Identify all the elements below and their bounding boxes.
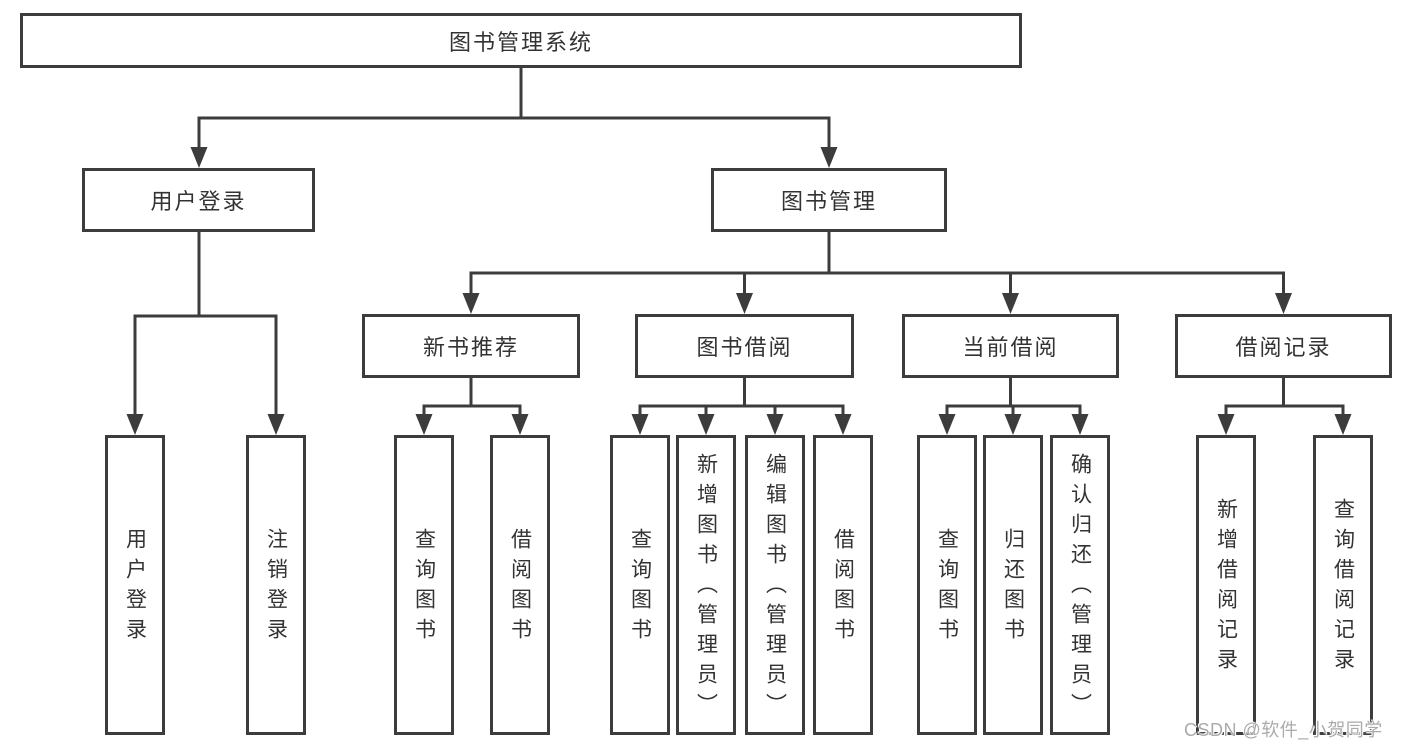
leaf-borrow-books: 借阅图书: [813, 435, 873, 735]
leaf-confirm-return-admin: 确认归还（管理员）: [1050, 435, 1110, 735]
node-section-new-book-recommend-label: 新书推荐: [422, 335, 519, 360]
node-section-new-book-recommend: 新书推荐: [362, 314, 580, 378]
node-branch-user-login-label: 用户登录: [150, 189, 247, 214]
node-branch-book-management: 图书管理: [711, 168, 947, 232]
leaf-query-books-borrow: 查询图书: [610, 435, 670, 735]
node-section-book-borrow: 图书借阅: [635, 314, 854, 378]
leaf-borrow-books-recommend-label: 借阅图书: [508, 528, 532, 648]
leaf-add-book-admin-label: 新增图书（管理员）: [694, 453, 718, 723]
leaf-logout: 注销登录: [246, 435, 306, 735]
node-root-system-label: 图书管理系统: [448, 29, 593, 55]
node-section-borrow-records: 借阅记录: [1175, 314, 1392, 378]
leaf-query-borrow-record: 查询借阅记录: [1313, 435, 1373, 735]
leaf-query-books-current-label: 查询图书: [935, 528, 959, 648]
leaf-user-login-label: 用户登录: [123, 528, 147, 648]
leaf-edit-book-admin: 编辑图书（管理员）: [745, 435, 805, 735]
leaf-logout-label: 注销登录: [264, 528, 288, 648]
leaf-add-borrow-record-label: 新增借阅记录: [1214, 498, 1238, 678]
node-root-system: 图书管理系统: [20, 13, 1022, 68]
leaf-confirm-return-admin-label: 确认归还（管理员）: [1068, 453, 1092, 723]
leaf-borrow-books-recommend: 借阅图书: [490, 435, 550, 735]
leaf-edit-book-admin-label: 编辑图书（管理员）: [763, 453, 787, 723]
leaf-query-books-recommend-label: 查询图书: [412, 528, 436, 648]
leaf-borrow-books-label: 借阅图书: [831, 528, 855, 648]
leaf-query-books-borrow-label: 查询图书: [628, 528, 652, 648]
node-branch-user-login: 用户登录: [82, 168, 315, 232]
node-section-book-borrow-label: 图书借阅: [696, 335, 793, 360]
leaf-query-books-current: 查询图书: [917, 435, 977, 735]
watermark: CSDN @软件_小贺同学: [1184, 720, 1383, 740]
node-section-current-borrow-label: 当前借阅: [962, 335, 1059, 360]
leaf-return-book: 归还图书: [983, 435, 1043, 735]
leaf-query-borrow-record-label: 查询借阅记录: [1331, 498, 1355, 678]
leaf-query-books-recommend: 查询图书: [394, 435, 454, 735]
leaf-return-book-label: 归还图书: [1001, 528, 1025, 648]
node-branch-book-management-label: 图书管理: [780, 189, 877, 214]
node-section-borrow-records-label: 借阅记录: [1235, 335, 1332, 360]
leaf-add-borrow-record: 新增借阅记录: [1196, 435, 1256, 735]
leaf-user-login: 用户登录: [105, 435, 165, 735]
leaf-add-book-admin: 新增图书（管理员）: [676, 435, 736, 735]
node-section-current-borrow: 当前借阅: [902, 314, 1119, 378]
